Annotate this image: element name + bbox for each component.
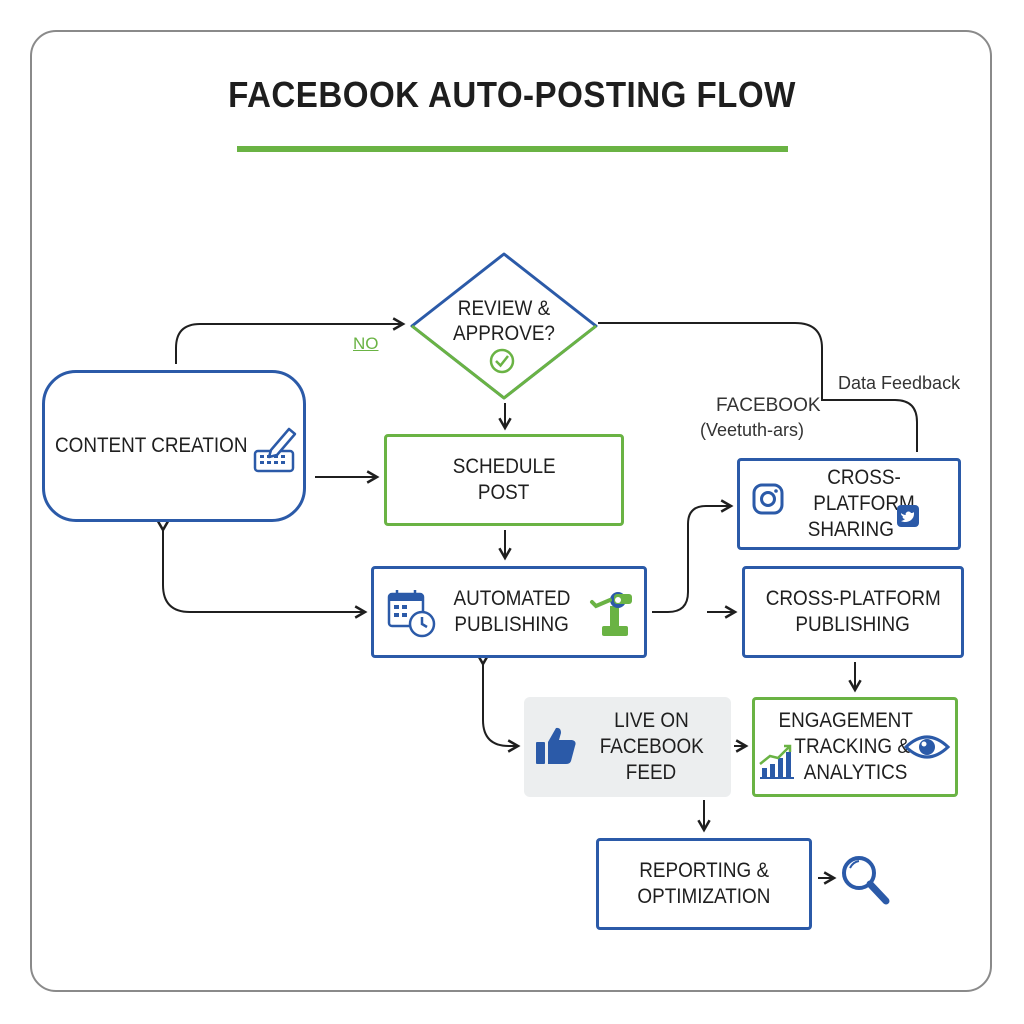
edge-content-publishing-loop [156,519,368,619]
engagement-line3: ANALYTICS [804,761,908,784]
edge-content-to-review [175,317,406,364]
cross-platform-sharing-line1: CROSS-PLATFORM [813,466,915,515]
content-creation-label: CONTENT CREATION [55,434,248,457]
reporting-line1: REPORTING & [639,859,769,882]
engagement-line1: ENGAGEMENT [778,709,914,732]
live-on-facebook-line1: LIVE ON [614,709,689,732]
bar-chart-icon [759,744,794,779]
schedule-post-box[interactable]: SCHEDULE POST [384,434,624,526]
live-on-facebook-line2: FACEBOOK [599,735,704,758]
diagram-title: FACEBOOK AUTO-POSTING FLOW [228,74,796,115]
schedule-post-line2: POST [478,481,530,504]
reporting-line2: OPTIMIZATION [637,885,771,908]
facebook-sub-label: (Veetuth-ars) [700,420,805,440]
check-circle-icon [489,348,515,374]
cross-platform-publishing-line2: PUBLISHING [795,613,911,636]
edge-publishing-to-live [476,653,521,753]
edge-publishing-to-sharing [652,499,734,613]
no-label: NO [353,334,379,353]
cross-platform-publishing-box[interactable]: CROSS-PLATFORM PUBLISHING [742,566,964,658]
thumbs-up-icon [536,727,576,764]
data-feedback-label: Data Feedback [838,373,961,393]
pencil-keyboard-icon [253,427,297,473]
robot-arm-icon [590,592,632,636]
cross-platform-sharing-line2: SHARING [807,518,895,541]
edge-review-to-feedback [598,322,918,452]
reporting-box[interactable]: REPORTING & OPTIMIZATION [596,838,812,930]
twitter-icon [897,505,919,527]
live-on-facebook-box[interactable]: LIVE ON FACEBOOK FEED [524,697,731,797]
automated-publishing-line2: PUBLISHING [454,613,570,636]
review-approve-label: REVIEW & APPROVE? [453,297,555,345]
facebook-label: FACEBOOK [716,395,821,416]
engagement-line2: TRACKING & [794,735,910,758]
content-creation-box[interactable]: CONTENT CREATION [42,370,306,522]
review-approve-diamond[interactable] [408,250,600,402]
live-on-facebook-line3: FEED [626,761,677,784]
instagram-icon [752,483,784,515]
magnifier-icon [842,856,890,905]
title-underline [237,146,788,152]
cross-platform-publishing-line1: CROSS-PLATFORM [765,587,941,610]
calendar-clock-icon [387,590,436,638]
cross-platform-sharing-box[interactable]: CROSS-PLATFORM SHARING [737,458,961,550]
automated-publishing-line1: AUTOMATED [453,587,571,610]
eye-icon [903,735,951,759]
schedule-post-line1: SCHEDULE [452,455,556,478]
